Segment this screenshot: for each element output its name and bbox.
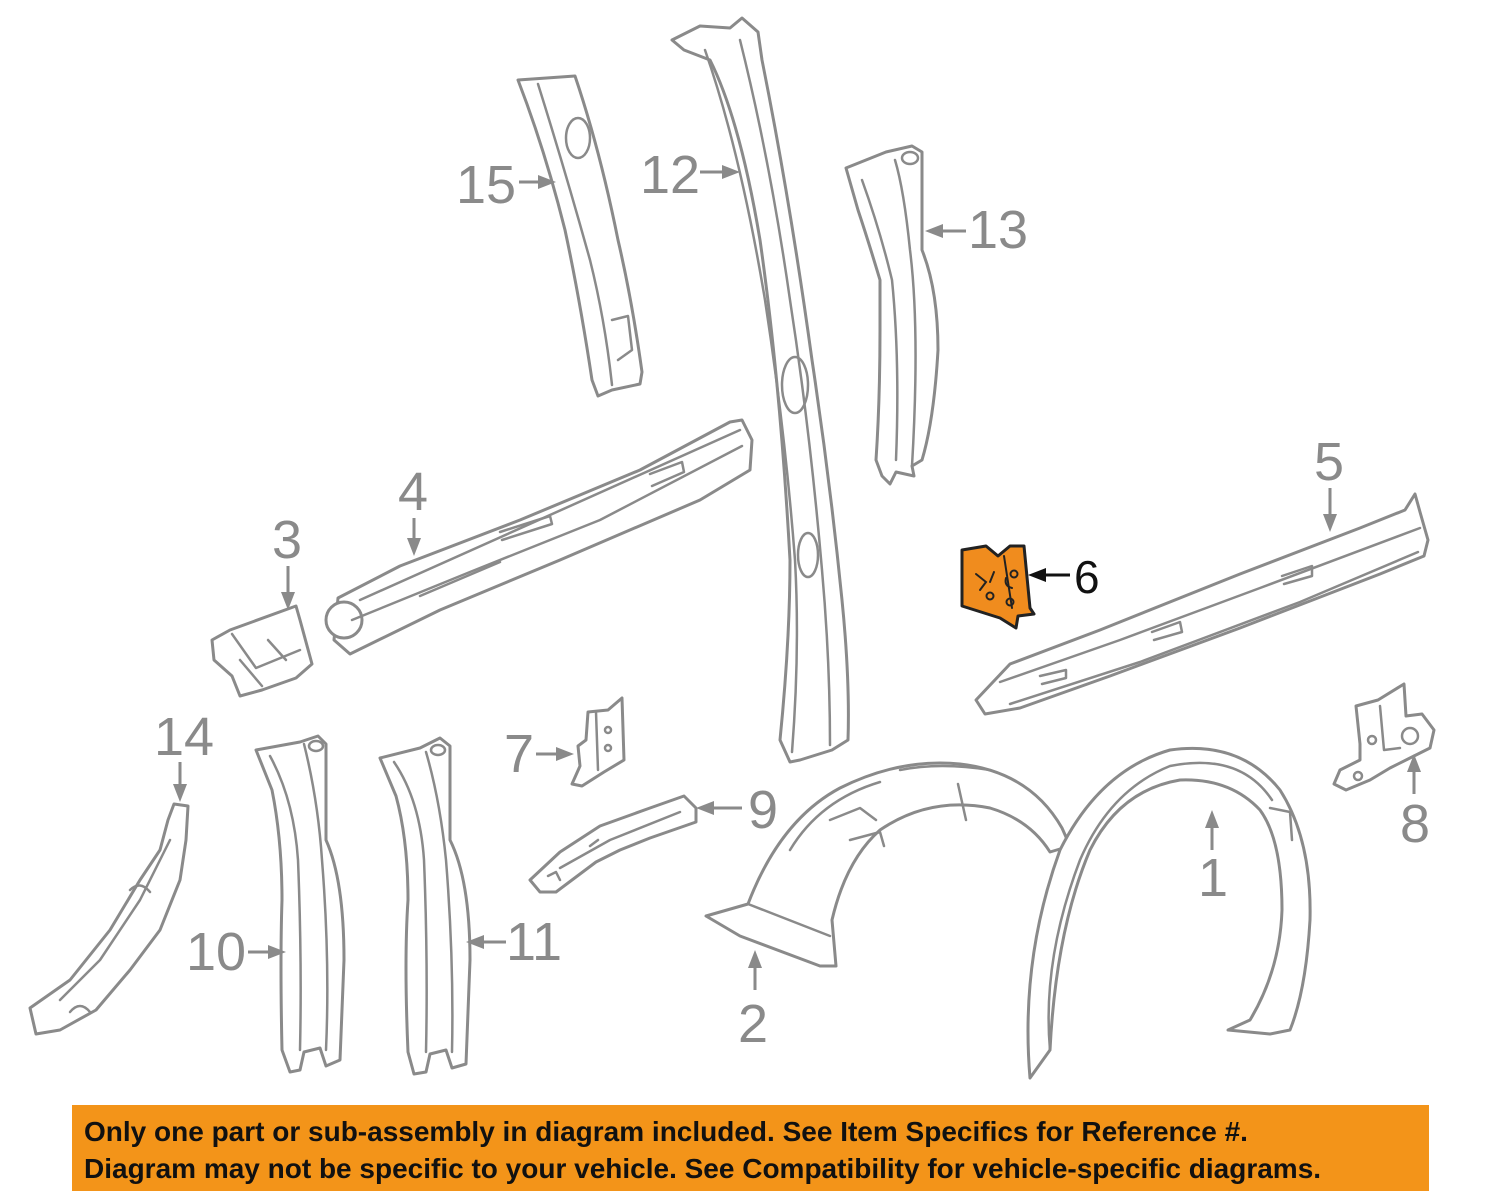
part-8-bracket [1332, 682, 1436, 792]
callout-15-number: 15 [456, 155, 516, 215]
callout-4-number: 4 [398, 462, 428, 522]
callout-2: 2 [738, 950, 768, 1054]
part-7-bracket [570, 696, 626, 788]
callout-3-number: 3 [272, 510, 302, 570]
callout-2-number: 2 [738, 994, 768, 1054]
disclaimer-line-2: Diagram may not be specific to your vehi… [84, 1153, 1322, 1184]
part-2-wheelhouse [704, 761, 1072, 968]
callout-6-number: 6 [1074, 551, 1100, 603]
callout-11: 11 [466, 912, 562, 972]
callout-4: 4 [398, 462, 428, 556]
part-6-bracket-highlighted [960, 544, 1036, 630]
part-13-pillar [844, 144, 940, 486]
callout-13-number: 13 [968, 200, 1028, 260]
callout-7: 7 [504, 724, 574, 784]
part-12-pillar [670, 16, 850, 764]
part-4-rocker [324, 418, 754, 656]
callout-12: 12 [640, 145, 740, 205]
callout-5-number: 5 [1314, 432, 1344, 492]
callout-13: 13 [925, 200, 1028, 260]
callout-10: 10 [186, 922, 286, 982]
part-10-pillar [254, 734, 346, 1074]
part-11-pillar [378, 736, 472, 1076]
callout-14: 14 [154, 707, 214, 802]
callout-8-number: 8 [1400, 794, 1430, 854]
callout-11-number: 11 [506, 912, 562, 972]
part-1-wheelhouse [1026, 746, 1312, 1080]
callout-12-number: 12 [640, 145, 700, 205]
callout-3: 3 [272, 510, 302, 610]
disclaimer-line-1: Only one part or sub-assembly in diagram… [84, 1116, 1248, 1147]
callout-6: 6 [1028, 551, 1100, 603]
part-9-bracket [528, 794, 698, 894]
callout-1-number: 1 [1198, 848, 1228, 908]
parts-diagram: 15 12 13 4 3 5 6 7 14 [28, 16, 1436, 1080]
part-14-reinforcement [28, 802, 190, 1036]
disclaimer-banner: Only one part or sub-assembly in diagram… [72, 1105, 1429, 1191]
part-15-pillar [516, 74, 644, 398]
callout-15: 15 [456, 155, 556, 215]
callout-1: 1 [1198, 810, 1228, 908]
callout-9-number: 9 [748, 780, 778, 840]
part-3-bracket [210, 604, 314, 698]
callout-8: 8 [1400, 754, 1430, 854]
callout-9: 9 [696, 780, 778, 840]
callout-10-number: 10 [186, 922, 246, 982]
callout-7-number: 7 [504, 724, 534, 784]
callout-14-number: 14 [154, 707, 214, 767]
part-5-rocker [974, 492, 1430, 716]
callout-5: 5 [1314, 432, 1344, 532]
